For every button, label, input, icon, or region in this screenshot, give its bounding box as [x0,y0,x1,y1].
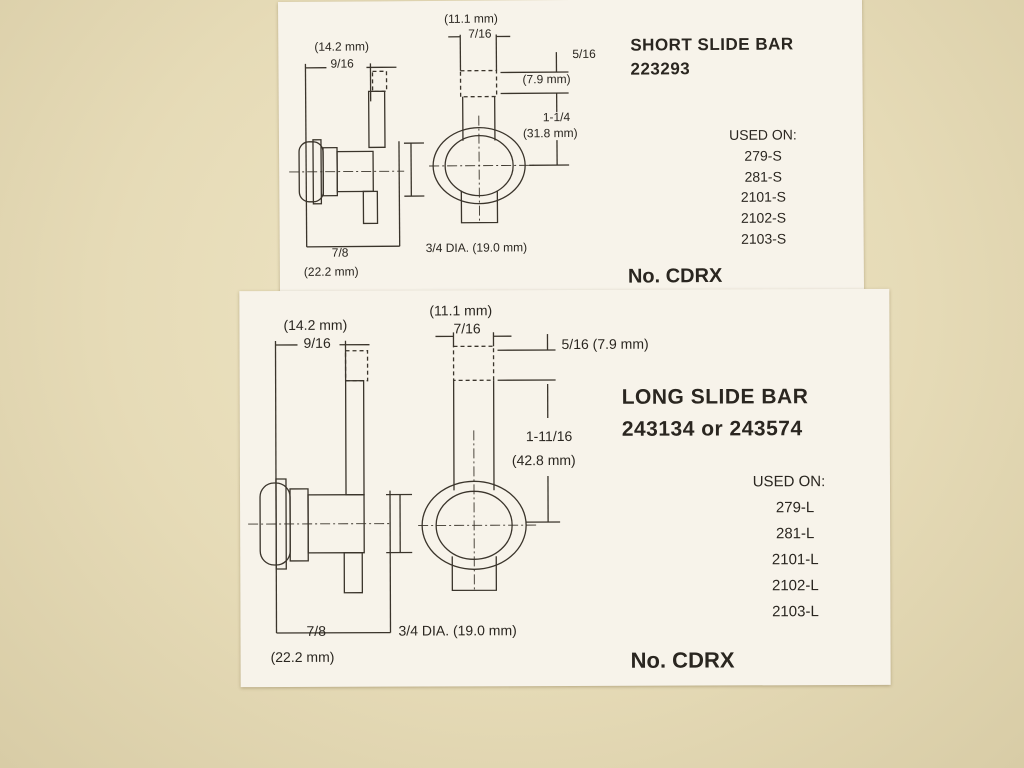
dim-length-mm: (31.8 mm) [522,125,578,141]
used-on-label: USED ON: [729,126,797,143]
dim-bottom-mm: (22.2 mm) [303,264,359,279]
used-on-item: 2101-S [740,188,786,205]
short-part-number: 223293 [630,59,691,79]
long-lock-drawing [248,332,561,634]
dim-left: 9/16 [303,334,331,351]
dim-diameter: 3/4 DIA. (19.0 mm) [425,240,528,256]
dim-left-mm: (14.2 mm) [283,316,348,333]
dim-right: 5/16 (7.9 mm) [561,335,649,353]
dim-length-mm: (42.8 mm) [511,451,576,469]
catalog-number: No. CDRX [630,647,735,673]
short-title: SHORT SLIDE BAR [630,34,794,55]
dim-bottom-mm: (22.2 mm) [270,648,335,666]
long-title: LONG SLIDE BAR [621,385,809,409]
used-on-label: USED ON: [752,473,826,491]
dim-diameter: 3/4 DIA. (19.0 mm) [398,622,517,639]
used-on-item: 2102-L [771,577,819,595]
dim-right: 5/16 [572,46,596,61]
used-on-item: 2103-L [772,603,819,621]
dim-top-mm: (11.1 mm) [429,302,493,319]
dim-top-mm: (11.1 mm) [444,11,498,26]
used-on-item: 281-S [744,168,782,185]
used-on-item: 281-L [775,525,815,543]
used-on-item: 2101-L [771,551,819,569]
dim-left: 9/16 [330,56,354,71]
long-slide-bar-card: (11.1 mm) 7/16 (14.2 mm) 9/16 5/16 (7.9 … [239,288,891,688]
short-lock-drawing [289,34,570,248]
used-on-item: 2102-S [740,209,787,226]
dim-left-mm: (14.2 mm) [314,39,370,54]
dim-bottom: 7/8 [331,245,349,260]
dim-length: 1-11/16 [525,427,573,445]
long-part-number: 243134 or 243574 [621,417,803,441]
used-on-item: 279-S [744,147,782,164]
used-on-item: 2103-S [741,230,787,247]
dim-length: 1-1/4 [542,110,571,125]
dim-bottom: 7/8 [306,622,326,639]
short-slide-bar-card: (11.1 mm) 7/16 (14.2 mm) 9/16 5/16 (7.9 … [277,0,865,295]
catalog-number: No. CDRX [627,264,723,288]
used-on-item: 279-L [775,499,815,517]
dim-right-mm: (7.9 mm) [522,72,571,87]
dim-top: 7/16 [453,320,481,337]
dim-top: 7/16 [468,26,492,41]
